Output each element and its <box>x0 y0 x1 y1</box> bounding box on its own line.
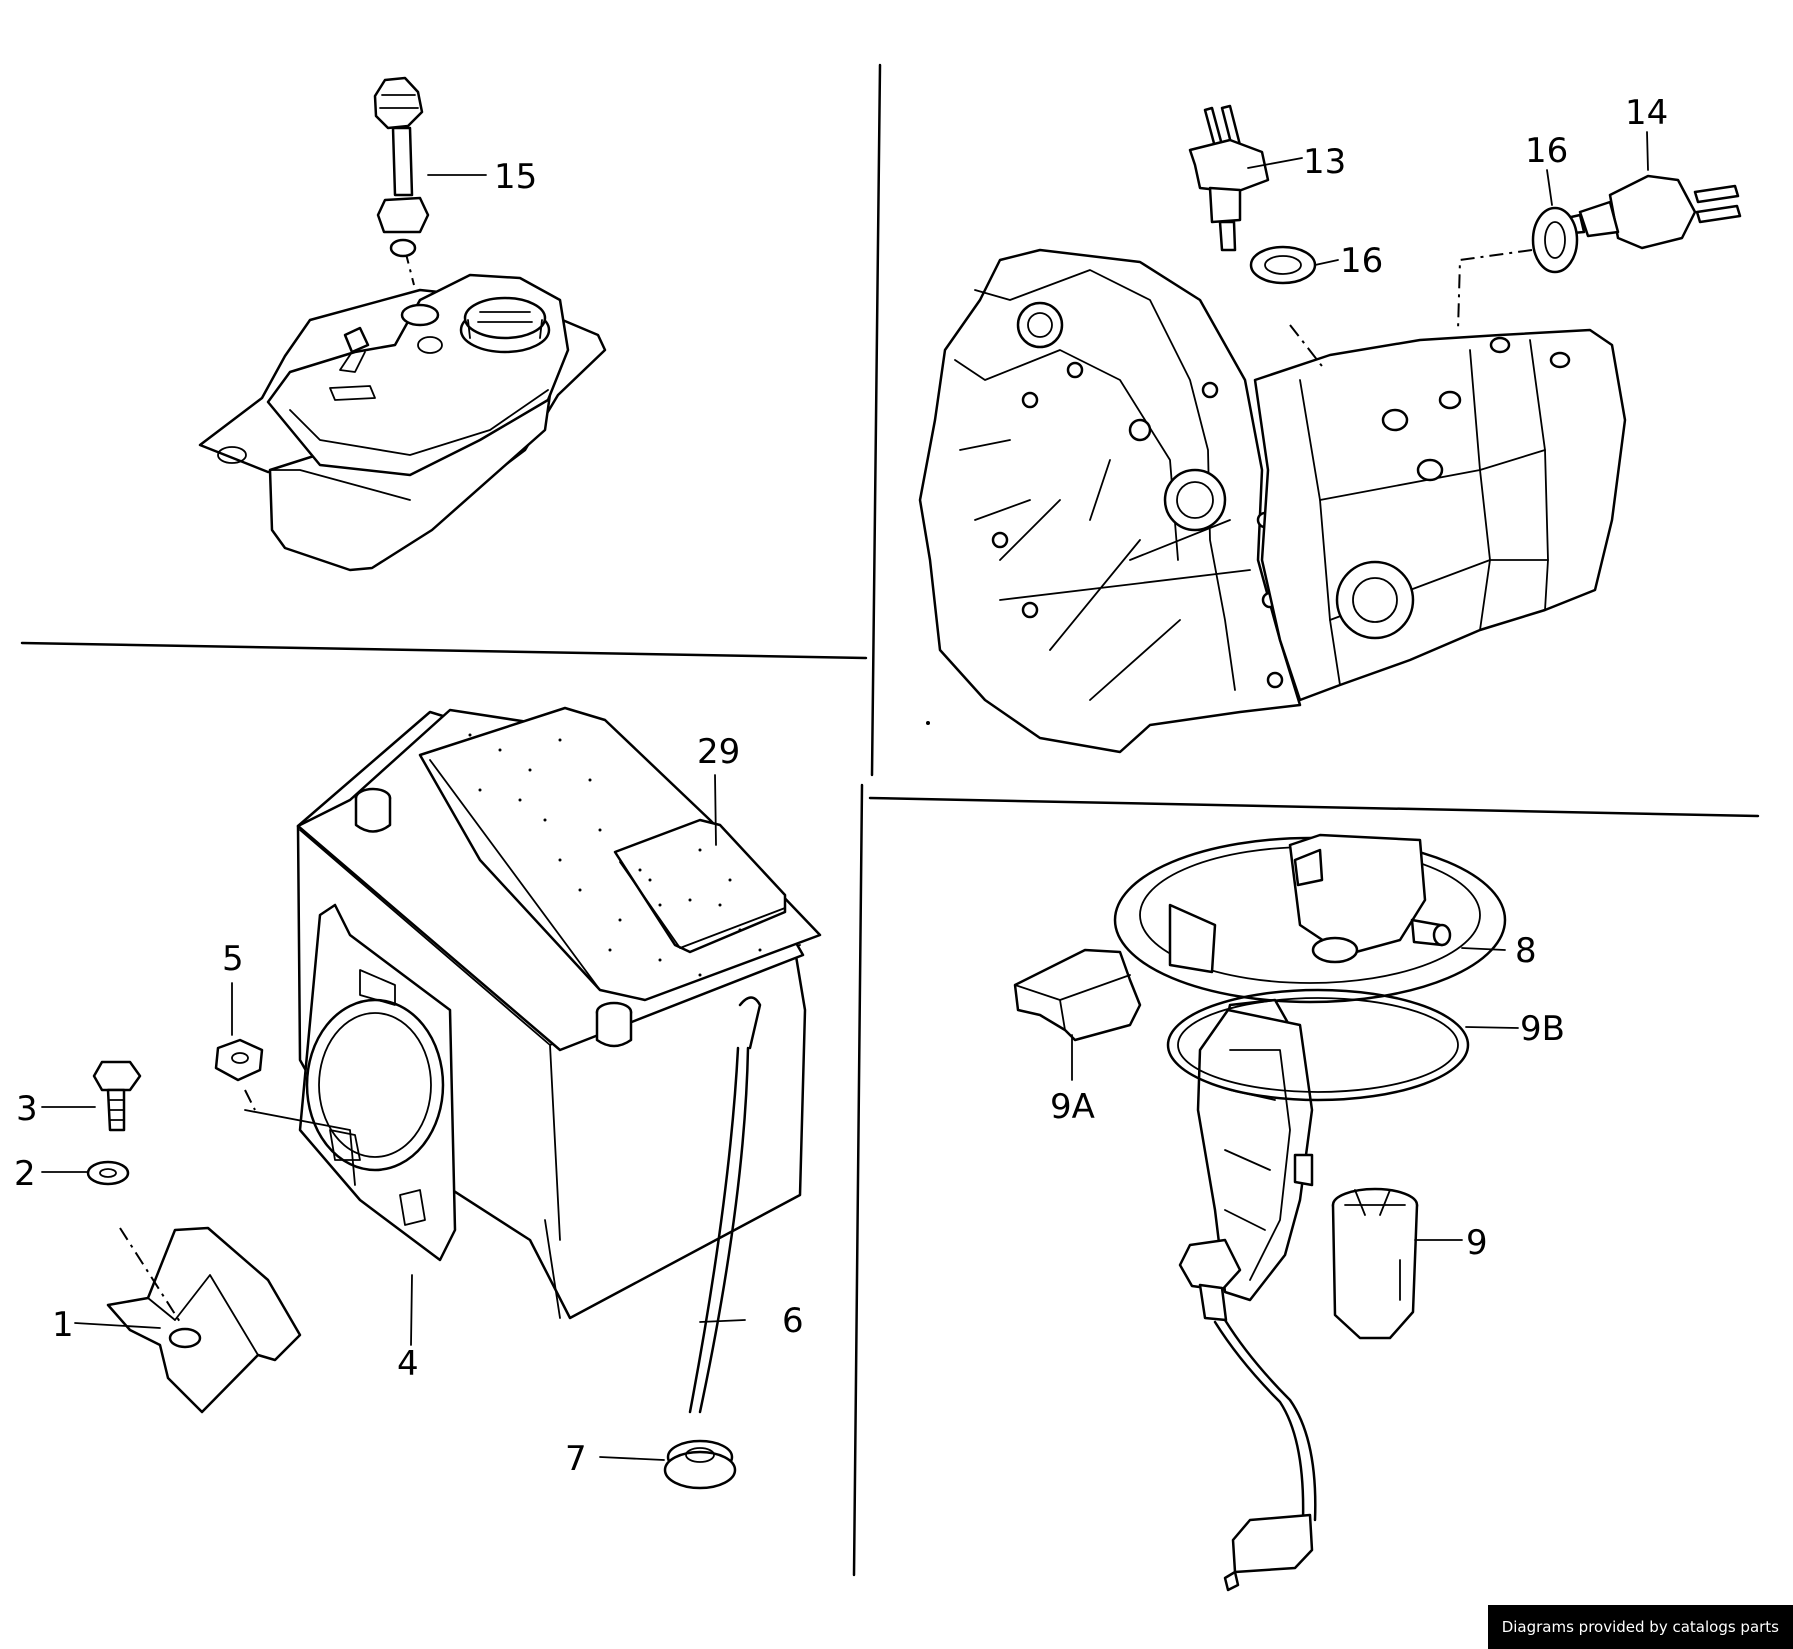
coolant-level-sensor[interactable] <box>373 76 430 258</box>
section-dividers <box>20 63 1760 1577</box>
battery-clamp-plate[interactable] <box>106 1226 302 1414</box>
callout-1: 1 <box>52 1305 74 1345</box>
fuel-level-sender-arm[interactable] <box>1178 1008 1317 1592</box>
grommet[interactable] <box>663 1439 737 1490</box>
gearbox[interactable] <box>918 248 1627 754</box>
seal-ring-16-left[interactable] <box>1249 245 1317 285</box>
diagram-credit-text: Diagrams provided by catalogs parts <box>1501 1618 1779 1636</box>
coolant-expansion-tank[interactable] <box>198 249 607 572</box>
callout-7: 7 <box>565 1439 587 1479</box>
callout-2: 2 <box>14 1154 36 1194</box>
diagram-credit-badge: Diagrams provided by catalogs parts <box>1487 1605 1793 1649</box>
bolt[interactable] <box>92 1060 142 1132</box>
fuel-pump-flange[interactable] <box>1113 833 1507 1062</box>
fuel-gasket[interactable] <box>1166 988 1470 1102</box>
callout-4: 4 <box>397 1344 419 1384</box>
callout-16-left: 16 <box>1340 241 1383 281</box>
callout-9b: 9B <box>1520 1009 1565 1049</box>
filter-pad[interactable] <box>1013 948 1142 1042</box>
callout-labels: 1 2 3 5 4 6 7 29 15 13 16 16 14 8 9B 9A … <box>14 93 1668 1479</box>
callout-14: 14 <box>1625 93 1668 133</box>
fuel-pump[interactable] <box>1331 1187 1419 1340</box>
temperature-sender-13[interactable] <box>1188 104 1270 252</box>
reverse-light-switch-14[interactable] <box>1556 174 1742 250</box>
battery-lid-texture <box>468 733 762 977</box>
washer[interactable] <box>86 1160 130 1186</box>
callout-3: 3 <box>16 1089 38 1129</box>
callout-13: 13 <box>1303 142 1346 182</box>
callout-29: 29 <box>697 732 740 772</box>
callout-6: 6 <box>782 1301 804 1341</box>
callout-9a: 9A <box>1050 1087 1095 1127</box>
callout-16-right: 16 <box>1525 131 1568 171</box>
callout-15: 15 <box>494 157 537 197</box>
leader-lines <box>41 131 1649 1461</box>
seal-ring-16-right[interactable] <box>1531 206 1579 274</box>
callout-9: 9 <box>1466 1223 1488 1263</box>
nut[interactable] <box>214 1038 356 1186</box>
callout-5: 5 <box>222 939 244 979</box>
callout-8: 8 <box>1515 931 1537 971</box>
battery[interactable] <box>296 706 822 1414</box>
